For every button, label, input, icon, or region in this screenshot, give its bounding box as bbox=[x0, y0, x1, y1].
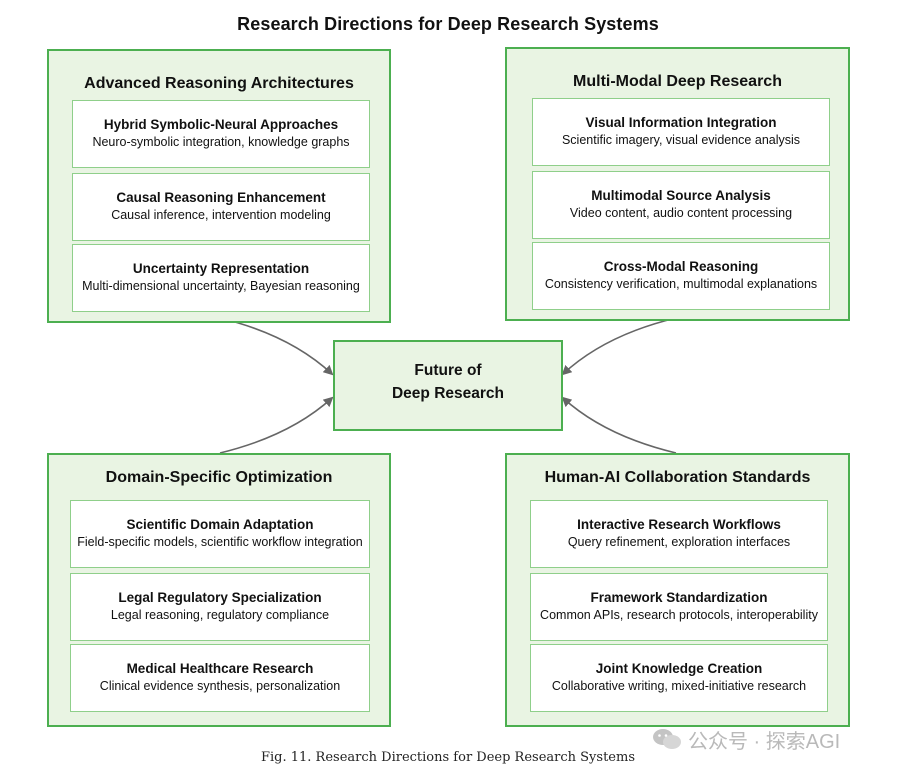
group-title: Multi-Modal Deep Research bbox=[573, 73, 782, 90]
figure-caption: Fig. 11. Research Directions for Deep Re… bbox=[260, 750, 635, 765]
center-line-2: Deep Research bbox=[391, 385, 504, 402]
card-subtitle: Collaborative writing, mixed-initiative … bbox=[551, 679, 807, 693]
card-subtitle: Query refinement, exploration interfaces bbox=[567, 535, 791, 549]
card-title: Cross-Modal Reasoning bbox=[603, 259, 759, 274]
card-title: Hybrid Symbolic-Neural Approaches bbox=[103, 117, 339, 132]
card-joint-knowledge: Joint Knowledge Creation Collaborative w… bbox=[530, 644, 828, 712]
watermark: 公众号 · 探索AGI bbox=[652, 724, 892, 754]
card-title: Joint Knowledge Creation bbox=[595, 661, 763, 676]
card-subtitle: Consistency verification, multimodal exp… bbox=[544, 277, 818, 291]
diagram-title: Research Directions for Deep Research Sy… bbox=[237, 14, 659, 34]
card-title: Legal Regulatory Specialization bbox=[118, 590, 322, 605]
card-subtitle: Clinical evidence synthesis, personaliza… bbox=[99, 679, 341, 693]
group-title: Human-AI Collaboration Standards bbox=[544, 469, 811, 486]
card-title: Visual Information Integration bbox=[585, 115, 777, 130]
card-legal-regulatory: Legal Regulatory Specialization Legal re… bbox=[70, 573, 370, 641]
card-subtitle: Scientific imagery, visual evidence anal… bbox=[561, 133, 801, 147]
card-title: Causal Reasoning Enhancement bbox=[116, 190, 326, 205]
card-subtitle: Legal reasoning, regulatory compliance bbox=[110, 608, 330, 622]
arrow-top-left bbox=[219, 317, 334, 376]
arrow-bottom-right bbox=[561, 396, 677, 454]
card-hybrid-symbolic-neural: Hybrid Symbolic-Neural Approaches Neuro-… bbox=[72, 100, 370, 168]
card-multimodal-source: Multimodal Source Analysis Video content… bbox=[532, 171, 830, 239]
wechat-icon bbox=[653, 729, 681, 749]
card-medical-healthcare: Medical Healthcare Research Clinical evi… bbox=[70, 644, 370, 712]
group-human-ai-collaboration: Human-AI Collaboration Standards Interac… bbox=[505, 453, 850, 727]
arrow-top-right bbox=[561, 317, 677, 376]
card-subtitle: Video content, audio content processing bbox=[569, 206, 793, 220]
center-node-future: Future of Deep Research bbox=[333, 340, 563, 431]
center-line-1: Future of bbox=[414, 362, 482, 379]
card-causal-reasoning: Causal Reasoning Enhancement Causal infe… bbox=[72, 173, 370, 241]
card-cross-modal-reasoning: Cross-Modal Reasoning Consistency verifi… bbox=[532, 242, 830, 310]
card-interactive-workflows: Interactive Research Workflows Query ref… bbox=[530, 500, 828, 568]
watermark-text: 公众号 · 探索AGI bbox=[688, 730, 841, 753]
card-title: Framework Standardization bbox=[590, 590, 768, 605]
group-multi-modal: Multi-Modal Deep Research Visual Informa… bbox=[505, 47, 850, 321]
group-advanced-reasoning: Advanced Reasoning Architectures Hybrid … bbox=[47, 49, 391, 323]
card-visual-information: Visual Information Integration Scientifi… bbox=[532, 98, 830, 166]
arrow-bottom-left bbox=[219, 396, 334, 454]
card-title: Multimodal Source Analysis bbox=[591, 188, 771, 203]
card-title: Interactive Research Workflows bbox=[577, 517, 781, 532]
group-title: Advanced Reasoning Architectures bbox=[84, 75, 354, 92]
card-framework-standardization: Framework Standardization Common APIs, r… bbox=[530, 573, 828, 641]
card-title: Uncertainty Representation bbox=[132, 261, 310, 276]
card-subtitle: Causal inference, intervention modeling bbox=[111, 208, 331, 222]
card-subtitle: Multi-dimensional uncertainty, Bayesian … bbox=[82, 279, 360, 293]
group-domain-specific: Domain-Specific Optimization Scientific … bbox=[47, 453, 391, 727]
group-title: Domain-Specific Optimization bbox=[105, 469, 333, 486]
card-subtitle: Neuro-symbolic integration, knowledge gr… bbox=[92, 135, 350, 149]
card-uncertainty-representation: Uncertainty Representation Multi-dimensi… bbox=[72, 244, 370, 312]
card-title: Scientific Domain Adaptation bbox=[126, 517, 314, 532]
card-scientific-domain: Scientific Domain Adaptation Field-speci… bbox=[70, 500, 370, 568]
card-subtitle: Field-specific models, scientific workfl… bbox=[77, 535, 363, 549]
card-title: Medical Healthcare Research bbox=[126, 661, 314, 676]
card-subtitle: Common APIs, research protocols, interop… bbox=[540, 608, 818, 622]
